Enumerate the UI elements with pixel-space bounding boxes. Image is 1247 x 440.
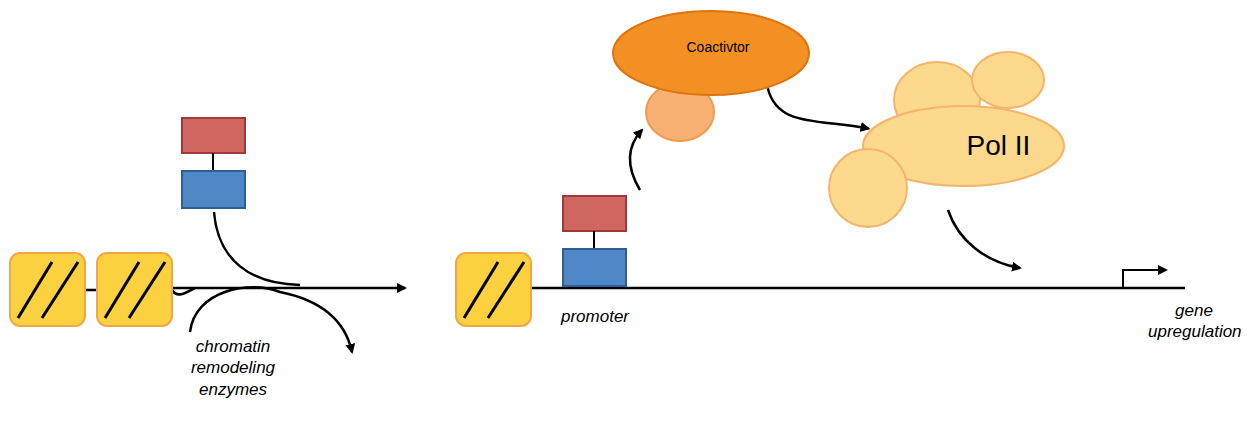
node-text: Pol II [967,130,1031,162]
linker-dna [85,289,97,292]
annotation-label: chromatin remodeling enzymes [178,336,288,400]
pol-ii-ellipse: Pol II [862,105,1065,187]
dna-arrow [172,287,405,290]
nucleosome [10,253,85,326]
binding-arrow [214,212,300,285]
recruit-connector [768,88,869,128]
coactivator-ellipse: Coactivtor [612,10,810,96]
nucleosome [97,253,172,326]
recruit-arrow [630,130,642,190]
node-text: Coactivtor [686,39,749,55]
pol-arrow [948,210,1020,268]
ellipse-outline [862,105,1065,187]
nucleosome [456,253,531,326]
tss-arrow [1123,270,1166,288]
transcription-factor [563,196,626,286]
dna [530,287,1185,290]
transcription-factor [182,118,245,208]
annotation-label: promoter [545,306,645,327]
annotation-label: gene upregulation [1148,300,1240,343]
